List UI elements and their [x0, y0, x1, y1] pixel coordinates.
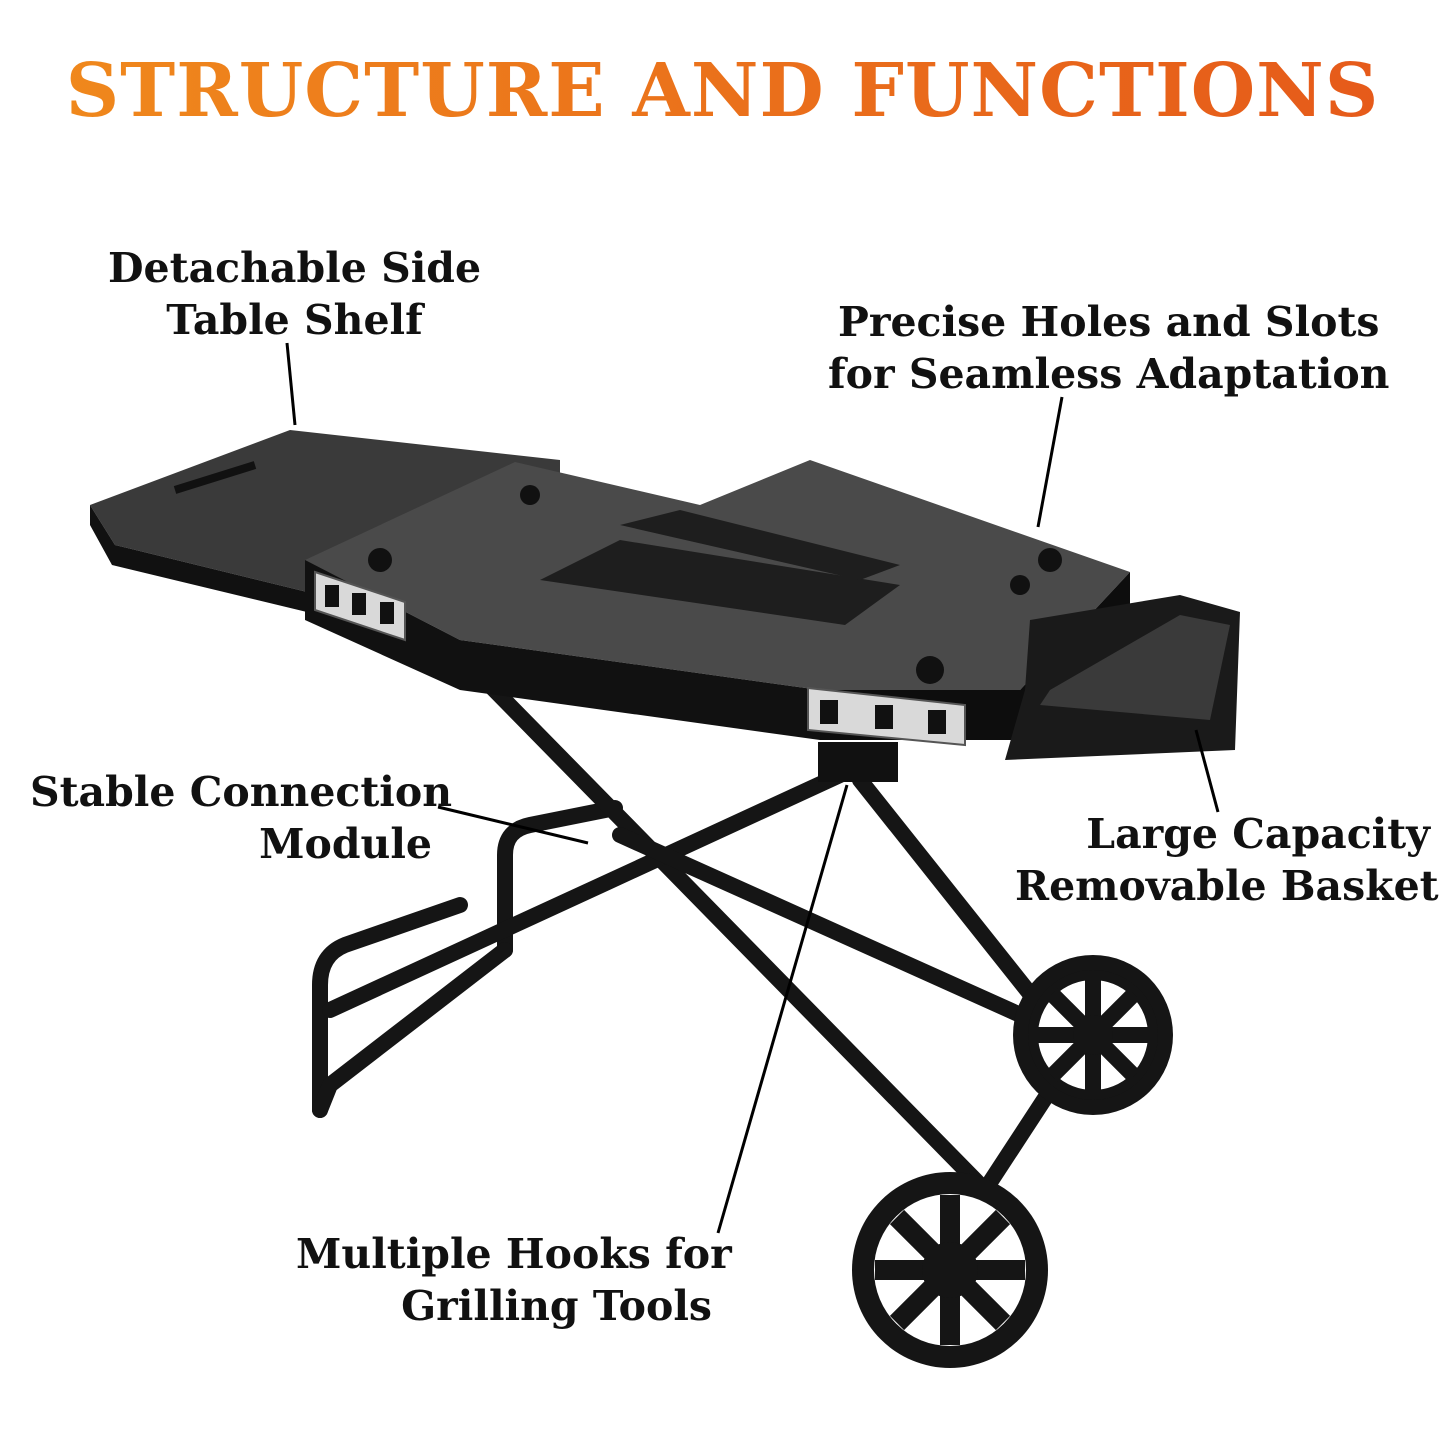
callout-basket: Large Capacity Removable Basket [1015, 808, 1439, 912]
callout-connection-line-2: Module [259, 820, 432, 868]
callout-hooks: Multiple Hooks for Grilling Tools [296, 1228, 732, 1332]
callout-side-table-line-1: Detachable Side [108, 244, 482, 292]
callout-line-hooks [716, 784, 849, 1234]
callout-line-connection [437, 805, 589, 845]
callout-hooks-line-1: Multiple Hooks for [296, 1230, 732, 1278]
hook-plate-right [807, 686, 966, 747]
callout-line-side-table [285, 342, 297, 426]
back-wheel [1013, 955, 1173, 1115]
removable-basket [1005, 595, 1240, 760]
callout-side-table-line-2: Table Shelf [166, 296, 423, 344]
hook-plate-left [314, 570, 406, 642]
callout-lines [285, 342, 1220, 1234]
callout-basket-line-2: Removable Basket [1015, 862, 1439, 910]
front-wheel [852, 1172, 1048, 1368]
connection-module [818, 742, 898, 782]
callout-line-basket [1194, 729, 1220, 813]
callout-side-table: Detachable Side Table Shelf [108, 242, 481, 346]
callout-line-holes-slots [1036, 396, 1064, 528]
callout-holes-slots-line-1: Precise Holes and Slots [838, 298, 1380, 346]
callout-basket-line-1: Large Capacity [1086, 810, 1430, 858]
callout-holes-slots: Precise Holes and Slots for Seamless Ada… [828, 296, 1390, 400]
callout-connection: Stable Connection Module [30, 766, 453, 870]
page-title: STRUCTURE AND FUNCTIONS [0, 48, 1445, 134]
callout-holes-slots-line-2: for Seamless Adaptation [828, 350, 1390, 398]
callout-connection-line-1: Stable Connection [30, 768, 453, 816]
callout-hooks-line-2: Grilling Tools [401, 1282, 712, 1330]
